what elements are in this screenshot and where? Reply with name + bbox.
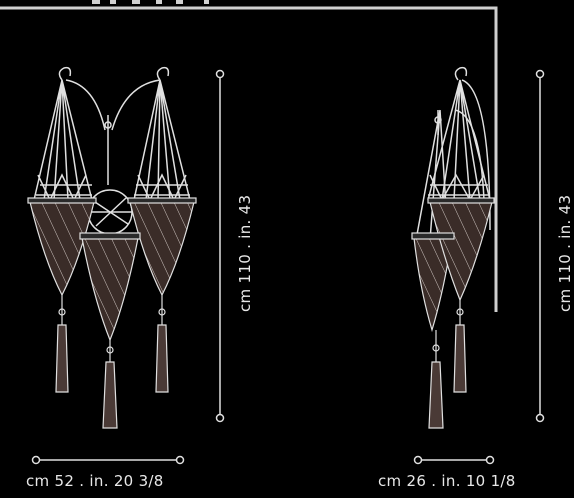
side-height-dimension (535, 69, 545, 423)
front-lamp-tassels (55, 295, 169, 429)
side-lamp (415, 66, 491, 241)
cropped-top-glyphs (92, 0, 209, 4)
side-lamp-shades (411, 197, 495, 333)
front-width-dimension (31, 455, 185, 465)
front-lamp-shades (27, 197, 197, 342)
side-lamp-tassels (428, 300, 467, 429)
front-height-dimension (215, 69, 225, 423)
front-height-label: cm 110 . in. 43 (236, 194, 254, 312)
side-height-label: cm 110 . in. 43 (556, 194, 574, 312)
side-depth-dimension (413, 455, 495, 465)
front-width-label: cm 52 . in. 20 3/8 (26, 472, 164, 490)
side-depth-label: cm 26 . in. 10 1/8 (378, 472, 516, 490)
wall-bracket-line (0, 6, 498, 312)
